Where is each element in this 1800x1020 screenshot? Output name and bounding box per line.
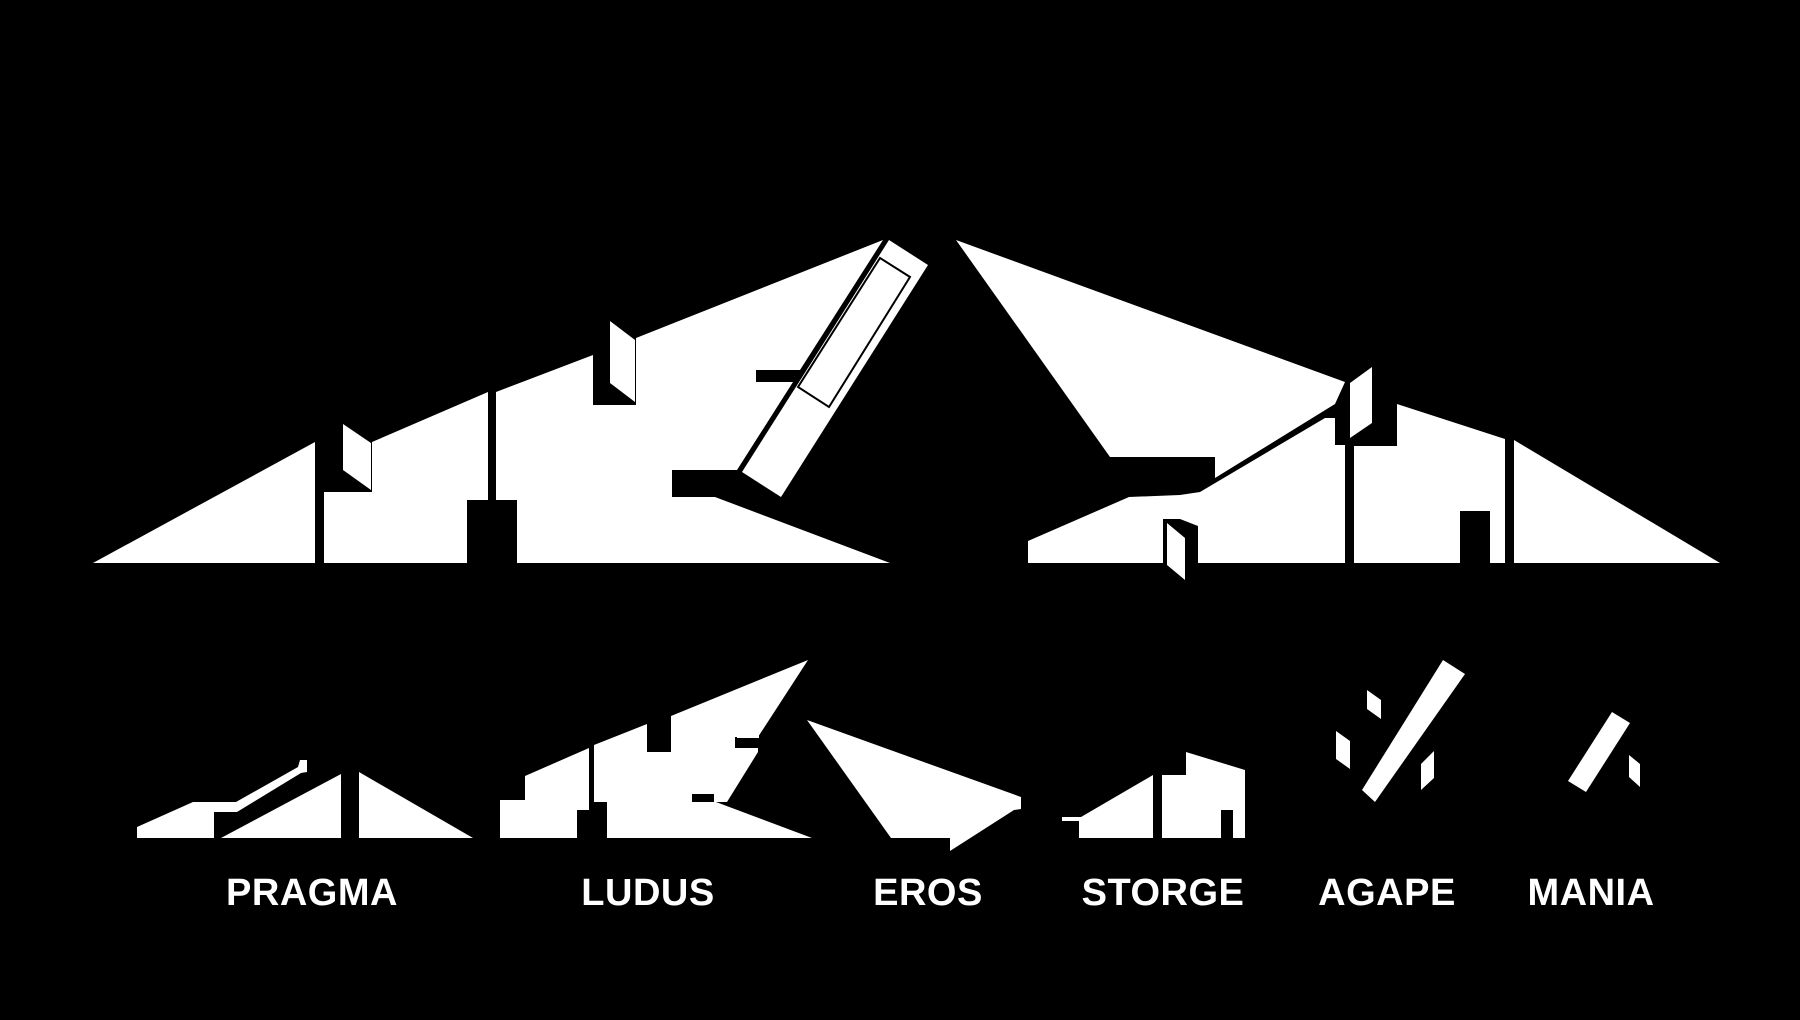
eros-wedge — [807, 720, 1021, 851]
left-mid-block — [496, 240, 890, 563]
pragma-glyph — [137, 760, 473, 838]
left-notch-flag — [343, 424, 371, 490]
label-storge: STORGE — [1082, 872, 1245, 914]
agape-flag-b — [1336, 731, 1350, 769]
ludus-marker — [737, 733, 759, 738]
composite-mountain-group — [93, 240, 1720, 580]
right-small-flag — [1350, 367, 1372, 438]
label-mania: MANIA — [1527, 872, 1654, 914]
pragma-piece-3 — [359, 772, 473, 838]
agape-hollow-detail — [1365, 725, 1395, 757]
left-diagonal-bar — [742, 240, 928, 497]
right-block — [1354, 404, 1505, 563]
label-agape: AGAPE — [1318, 872, 1456, 914]
eros-slash — [883, 752, 899, 790]
left-bar-outline — [796, 256, 912, 409]
left-slope-piece — [93, 442, 315, 563]
agape-flag-a — [1367, 690, 1381, 719]
ludus-glyph — [500, 660, 812, 838]
pragma-piece-1 — [137, 760, 307, 838]
eros-glyph — [807, 720, 1021, 851]
left-flag-piece — [610, 321, 635, 402]
right-lower-ramp — [1028, 418, 1345, 563]
storge-piece-2 — [1162, 752, 1245, 838]
mania-glyph — [1568, 712, 1640, 792]
storge-piece-1 — [1062, 775, 1153, 838]
label-ludus: LUDUS — [581, 872, 714, 914]
mania-flag — [1629, 755, 1640, 787]
composite-left-mountain — [93, 240, 928, 563]
component-row — [137, 660, 1640, 851]
mania-bar — [1568, 712, 1630, 792]
category-labels: PRAGMA LUDUS EROS STORGE AGAPE MANIA — [226, 872, 1654, 914]
right-hanging-tab — [1167, 523, 1185, 580]
storge-glyph — [1062, 752, 1245, 838]
ludus-piece-1 — [500, 748, 589, 838]
pragma-piece-2 — [221, 774, 341, 838]
ludus-piece-2 — [594, 660, 812, 838]
composite-right-mountain — [956, 240, 1720, 580]
left-column-piece — [324, 392, 488, 563]
right-upper-wedge — [956, 240, 1345, 478]
agape-diagonal-bar — [1362, 660, 1465, 802]
right-slope-piece — [1514, 440, 1720, 563]
label-eros: EROS — [873, 872, 983, 914]
agape-flag-c — [1421, 751, 1434, 790]
right-slash — [1099, 302, 1128, 366]
agape-glyph — [1336, 660, 1465, 802]
label-pragma: PRAGMA — [226, 872, 398, 914]
